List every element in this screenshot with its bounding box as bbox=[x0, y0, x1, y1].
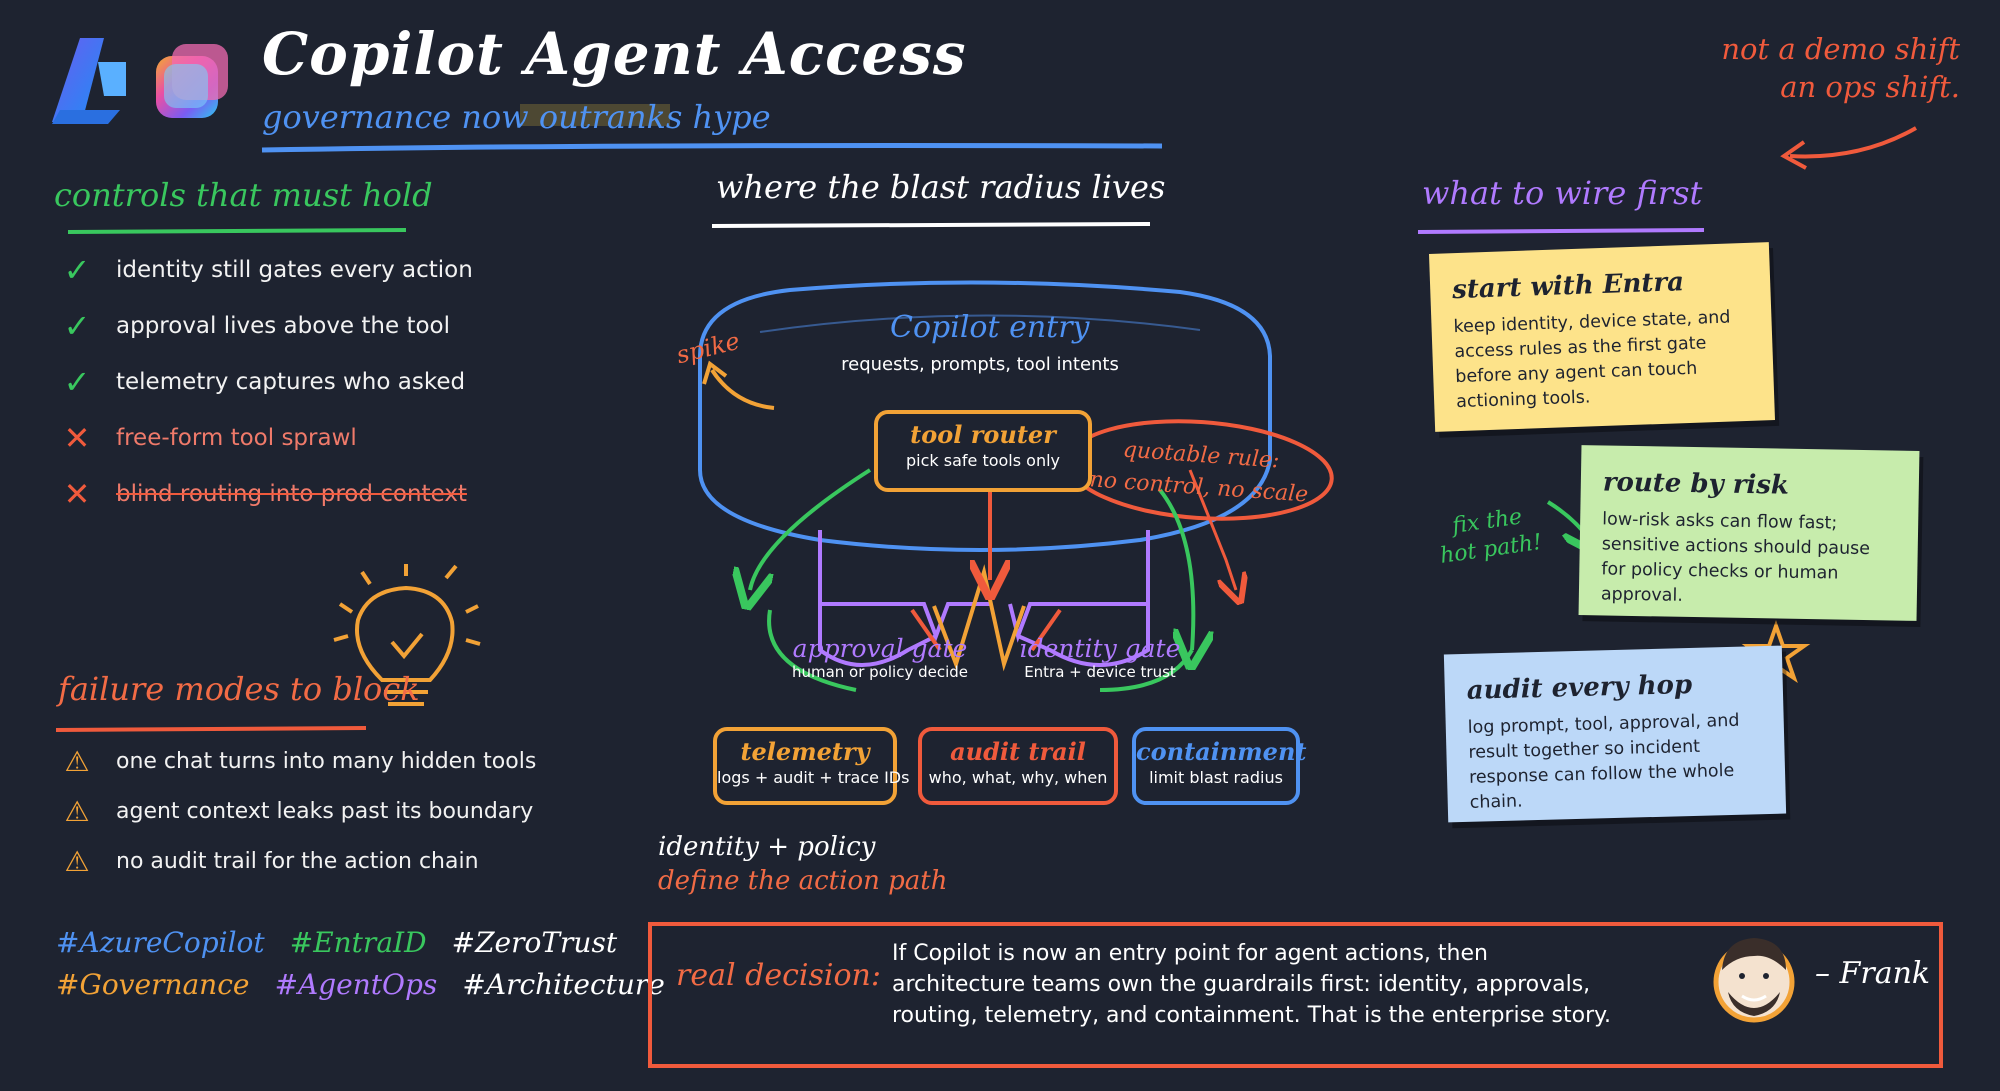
tool-router-box: tool router pick safe tools only bbox=[874, 410, 1092, 492]
avatar bbox=[1713, 938, 1795, 1023]
failure-text: agent context leaks past its boundary bbox=[116, 798, 534, 824]
containment-box: containment limit blast radius bbox=[1132, 727, 1307, 805]
sticky-body: keep identity, device state, and access … bbox=[1453, 307, 1731, 413]
telemetry-subtitle: logs + audit + trace IDs bbox=[717, 768, 910, 787]
hashtag[interactable]: #EntraID bbox=[289, 926, 427, 959]
copilot-logo-icon bbox=[156, 44, 228, 118]
identity-title: identity gate bbox=[1019, 634, 1181, 663]
hashtags: #AzureCopilot #EntraID #ZeroTrust #Gover… bbox=[56, 926, 665, 1010]
check-icon: ✓ bbox=[63, 251, 91, 289]
hashtag[interactable]: #AzureCopilot bbox=[56, 926, 265, 959]
audit-trail-box: audit trail who, what, why, when bbox=[918, 727, 1118, 805]
top-note-line1: not a demo shift bbox=[1721, 32, 1960, 66]
list-item: ✓ approval lives above the tool bbox=[56, 298, 473, 354]
wire-first-heading: what to wire first bbox=[1422, 174, 1703, 212]
sticky-body: log prompt, tool, approval, and result t… bbox=[1467, 710, 1740, 813]
caption-action-path: define the action path bbox=[658, 866, 948, 896]
failure-text: one chat turns into many hidden tools bbox=[116, 748, 537, 774]
top-note-line2: an ops shift. bbox=[1780, 70, 1960, 104]
list-item: ✓ telemetry captures who asked bbox=[56, 354, 473, 410]
sticky-title: start with Entra bbox=[1451, 267, 1685, 306]
page-subtitle: governance now outranks hype bbox=[262, 98, 771, 136]
sticky-note-risk: route by risk low-risk asks can flow fas… bbox=[1578, 445, 1920, 621]
sticky-body: low-risk asks can flow fast; sensitive a… bbox=[1600, 509, 1871, 606]
list-item: ✕ blind routing into prod context bbox=[56, 466, 473, 522]
list-item: ⚠ agent context leaks past its boundary bbox=[56, 786, 536, 836]
controls-list: ✓ identity still gates every action ✓ appr… bbox=[56, 242, 473, 522]
hashtag[interactable]: #AgentOps bbox=[274, 968, 438, 1001]
check-icon: ✓ bbox=[63, 363, 91, 401]
entry-subtitle: requests, prompts, tool intents bbox=[841, 354, 1119, 375]
failures-heading: failure modes to block bbox=[58, 670, 420, 708]
caption-identity-policy: identity + policy bbox=[658, 832, 876, 862]
telemetry-box: telemetry logs + audit + trace IDs bbox=[713, 727, 910, 805]
decision-label: real decision: bbox=[676, 958, 881, 993]
sticky-title: route by risk bbox=[1602, 467, 1790, 501]
list-item: ⚠ one chat turns into many hidden tools bbox=[56, 736, 536, 786]
hashtag[interactable]: #Architecture bbox=[462, 968, 665, 1001]
approval-title: approval gate bbox=[792, 634, 968, 663]
failure-text: no audit trail for the action chain bbox=[116, 848, 479, 874]
list-item: ⚠ no audit trail for the action chain bbox=[56, 836, 536, 886]
failures-list: ⚠ one chat turns into many hidden tools ⚠… bbox=[56, 736, 536, 886]
hashtag[interactable]: #Governance bbox=[56, 968, 250, 1001]
top-note: not a demo shift an ops shift. bbox=[1640, 30, 1960, 106]
controls-heading: controls that must hold bbox=[54, 176, 433, 214]
sticky-note-audit: audit every hop log prompt, tool, approv… bbox=[1443, 645, 1787, 823]
audit-title: audit trail bbox=[950, 737, 1086, 766]
audit-subtitle: who, what, why, when bbox=[928, 768, 1108, 787]
hashtag[interactable]: #ZeroTrust bbox=[451, 926, 618, 959]
check-icon: ✓ bbox=[63, 307, 91, 345]
cross-icon: ✕ bbox=[63, 475, 91, 513]
lightbulb-icon bbox=[333, 564, 481, 706]
list-item: ✕ free-form tool sprawl bbox=[56, 410, 473, 466]
cross-icon: ✕ bbox=[63, 419, 91, 457]
router-title: tool router bbox=[910, 420, 1056, 449]
containment-subtitle: limit blast radius bbox=[1149, 768, 1283, 787]
approval-gate: approval gate human or policy decide bbox=[780, 634, 980, 681]
approval-subtitle: human or policy decide bbox=[791, 663, 969, 681]
sticky-note-entra: start with Entra keep identity, device s… bbox=[1428, 242, 1776, 432]
sticky-title: audit every hop bbox=[1466, 669, 1693, 706]
warning-icon: ⚠ bbox=[64, 844, 90, 878]
warning-icon: ⚠ bbox=[64, 744, 90, 778]
diagram-heading: where the blast radius lives bbox=[716, 168, 1166, 206]
entry-title: Copilot entry bbox=[890, 310, 1090, 345]
control-text: approval lives above the tool bbox=[116, 313, 451, 339]
decision-text: If Copilot is now an entry point for age… bbox=[892, 941, 1612, 1028]
control-text: free-form tool sprawl bbox=[116, 425, 357, 451]
identity-subtitle: Entra + device trust bbox=[1024, 663, 1176, 681]
control-text: blind routing into prod context bbox=[116, 481, 467, 507]
azure-logo-icon bbox=[52, 38, 126, 124]
control-text: identity still gates every action bbox=[116, 257, 473, 283]
containment-title: containment bbox=[1136, 737, 1307, 766]
signature: – Frank bbox=[1815, 956, 1931, 991]
telemetry-title: telemetry bbox=[740, 737, 870, 766]
decision-box bbox=[648, 922, 1943, 1068]
control-text: telemetry captures who asked bbox=[116, 369, 466, 395]
identity-gate: identity gate Entra + device trust bbox=[1000, 634, 1200, 681]
page-title: Copilot Agent Access bbox=[262, 20, 967, 88]
warning-icon: ⚠ bbox=[64, 794, 90, 828]
router-subtitle: pick safe tools only bbox=[905, 451, 1060, 470]
list-item: ✓ identity still gates every action bbox=[56, 242, 473, 298]
